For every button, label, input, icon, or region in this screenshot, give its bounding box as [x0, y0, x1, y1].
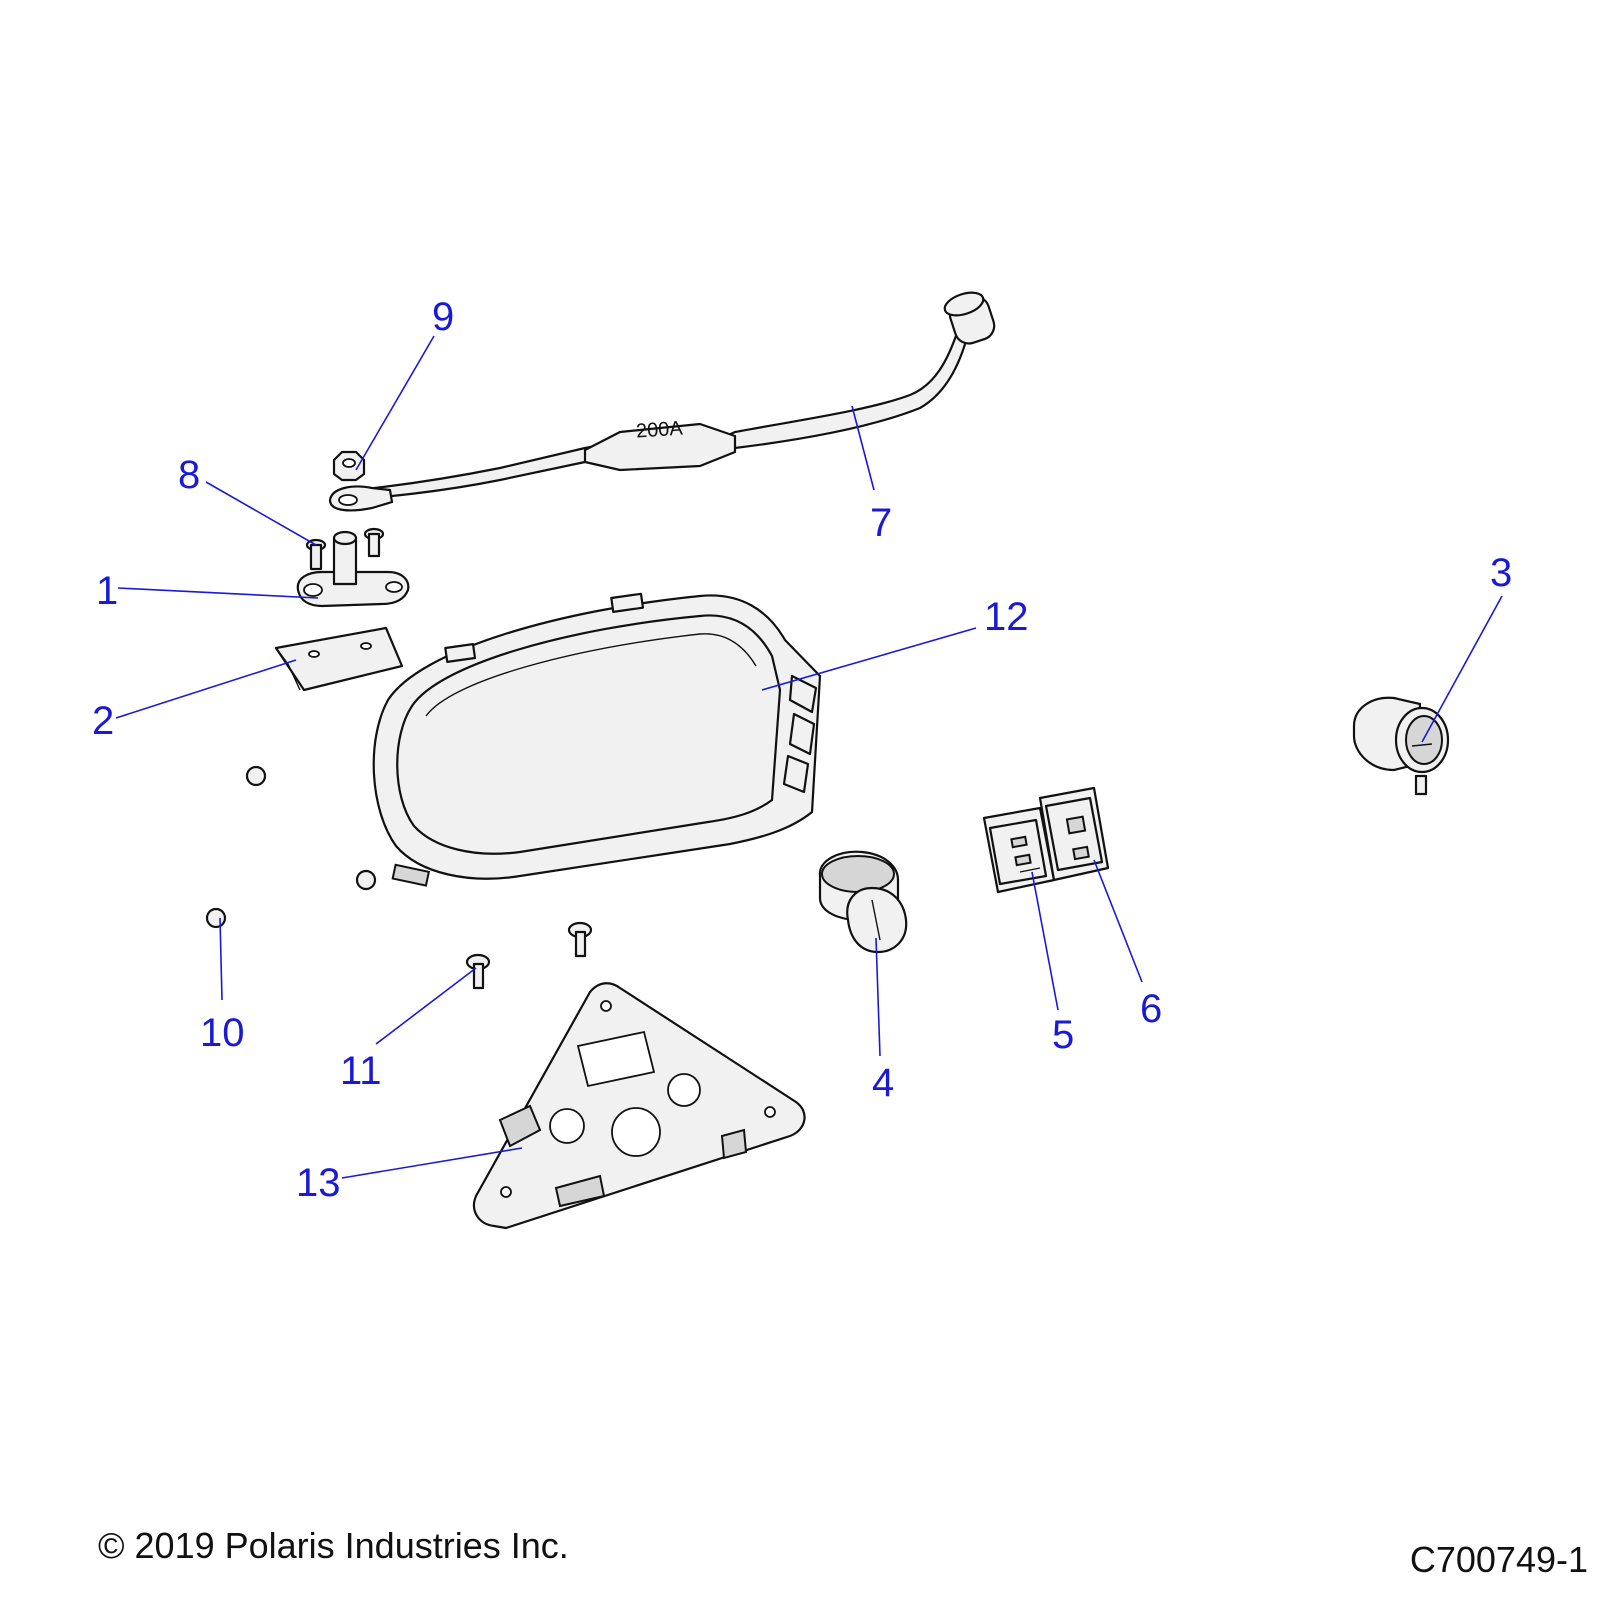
rotary-switch-part-4	[818, 850, 908, 954]
callout-8: 8	[178, 453, 200, 497]
copyright-text: © 2019 Polaris Industries Inc.	[98, 1525, 569, 1566]
rocker-switch-part-6	[1038, 786, 1110, 882]
leader-line-2	[115, 659, 297, 719]
leader-line-6	[1093, 859, 1143, 983]
leader-line-8	[205, 481, 317, 546]
leader-line-5	[1031, 871, 1059, 1011]
callout-1: 1	[96, 569, 118, 613]
nut-part-9	[332, 450, 366, 482]
instrument-cluster-part-12	[372, 592, 822, 887]
leader-line-13	[341, 1147, 523, 1179]
callout-10: 10	[200, 1011, 245, 1055]
leader-line-9	[355, 335, 435, 471]
fuse-rating-label: 200A	[635, 417, 684, 442]
callout-7: 7	[870, 501, 892, 545]
leader-line-11	[375, 967, 477, 1045]
power-outlet-part-3	[1352, 696, 1450, 796]
callout-13: 13	[296, 1161, 341, 1205]
callout-5: 5	[1052, 1013, 1074, 1057]
terminal-block-part-1	[296, 530, 410, 608]
callout-2: 2	[92, 699, 114, 743]
battery-cable-part-7: 200A	[328, 291, 996, 512]
rocker-switch-part-5	[982, 806, 1056, 894]
leader-line-7	[851, 405, 875, 491]
mounting-bracket-part-2	[274, 626, 404, 692]
leader-line-12	[761, 627, 977, 691]
bolts-part-11	[465, 921, 593, 990]
dash-plate-part-13	[472, 982, 806, 1230]
leader-lines	[115, 335, 1503, 1179]
callout-3: 3	[1490, 551, 1512, 595]
leader-line-3	[1421, 595, 1503, 743]
callout-11: 11	[340, 1049, 382, 1093]
callout-4: 4	[872, 1061, 894, 1105]
callout-12: 12	[984, 595, 1029, 639]
leader-line-4	[875, 937, 881, 1057]
callout-9: 9	[432, 295, 454, 339]
drawing-number: C700749-1	[1410, 1539, 1588, 1580]
leader-line-10	[219, 917, 223, 1001]
grommets-part-10	[205, 765, 377, 929]
callout-numbers: 1 2 3 4 5 6 7 8 9 10 11 12 13	[92, 295, 1512, 1205]
callout-6: 6	[1140, 987, 1162, 1031]
leader-line-1	[117, 587, 319, 599]
